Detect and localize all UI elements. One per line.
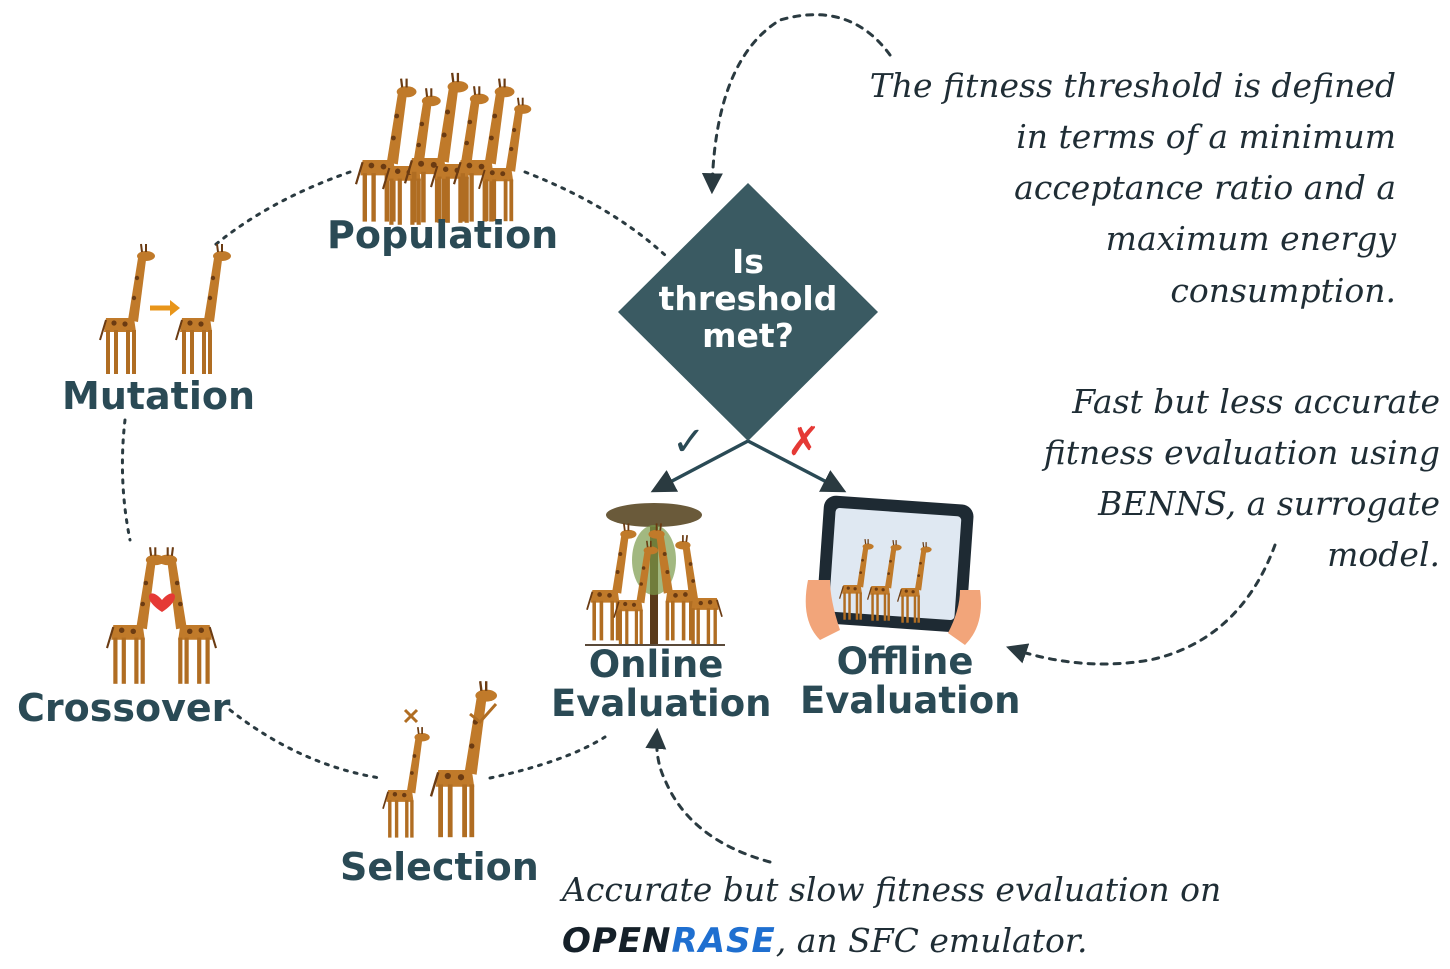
- edge-threshold-note: [701, 13, 892, 195]
- threshold-note-line-4: maximum energy: [1105, 219, 1396, 259]
- population-label: Population: [327, 213, 559, 257]
- edge-decision-offline: [747, 439, 847, 493]
- openrase-logo-rase: RASE: [671, 921, 776, 962]
- online-label-line-1: Online: [588, 643, 724, 686]
- threshold-note: The fitness threshold is defined in term…: [870, 60, 1396, 316]
- mutation-giraffes-icon: [99, 243, 232, 375]
- edge-online-note: [645, 727, 772, 864]
- decision-line-1: Is: [732, 242, 764, 281]
- threshold-note-line-1: The fitness threshold is defined: [869, 66, 1396, 105]
- online-tree-giraffes-icon: [585, 503, 725, 647]
- tablet-icon: [805, 495, 981, 645]
- decision-text: Is threshold met?: [650, 242, 846, 355]
- reject-mark-icon: [403, 708, 419, 724]
- online-label-line-2: Evaluation: [551, 681, 772, 725]
- offline-evaluation-label: Offline Evaluation: [800, 640, 1021, 722]
- offline-note-line-1: Fast but less accurate: [1072, 382, 1440, 421]
- openrase-logo-open: OPEN: [562, 921, 672, 962]
- online-note: Accurate but slow fitness evaluation on …: [562, 864, 1221, 968]
- offline-note-line-3: BENNS, a surrogate: [1098, 484, 1440, 524]
- online-note-line-2: OPENRASE, an SFC emulator.: [562, 915, 1221, 968]
- no-mark: ✗: [787, 419, 821, 465]
- edge-offline-note: [1006, 543, 1277, 666]
- offline-note: Fast but less accurate fitness evaluatio…: [1044, 376, 1440, 581]
- online-note-line-1: Accurate but slow fitness evaluation on: [562, 870, 1222, 909]
- decision-line-3: met?: [702, 315, 794, 355]
- selection-label: Selection: [340, 845, 539, 889]
- mutation-label: Mutation: [62, 374, 256, 418]
- offline-note-line-4: model.: [1327, 535, 1440, 575]
- edge-crossover-selection: [228, 708, 382, 780]
- online-note-line-2-rest: , an SFC emulator.: [775, 921, 1088, 961]
- threshold-note-line-2: in terms of a minimum: [1016, 117, 1396, 157]
- crossover-giraffes-icon: [105, 546, 218, 685]
- selection-giraffes-icon: [382, 680, 499, 839]
- edge-selection-online: [488, 735, 607, 780]
- edge-population-mutation: [213, 170, 352, 247]
- accept-mark-icon: [469, 703, 498, 725]
- edge-mutation-crossover: [120, 418, 132, 542]
- crossover-label: Crossover: [17, 686, 231, 730]
- offline-note-line-2: fitness evaluation using: [1043, 433, 1440, 473]
- edge-decision-online: [650, 439, 749, 493]
- population-giraffes-icon: [354, 71, 533, 226]
- heart-icon: [148, 593, 176, 612]
- threshold-note-line-5: consumption.: [1170, 270, 1396, 310]
- threshold-note-line-3: acceptance ratio and a: [1014, 168, 1396, 208]
- decision-diamond: [618, 183, 878, 441]
- online-evaluation-label: Online Evaluation: [551, 643, 772, 725]
- decision-line-2: threshold: [658, 278, 838, 318]
- edge-population-decision: [523, 170, 667, 257]
- offline-label-line-2: Evaluation: [800, 678, 1021, 722]
- offline-label-line-1: Offline: [836, 640, 974, 683]
- yes-mark: ✓: [672, 419, 706, 465]
